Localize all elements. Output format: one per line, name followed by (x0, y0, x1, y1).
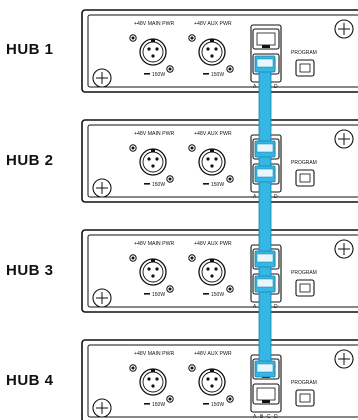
cable-plug-contacts (256, 253, 274, 263)
hub-3-label: HUB 3 (6, 262, 54, 279)
program-label: PROGRAM (291, 50, 317, 56)
hub-2-panel: +48V MAIN PWR+48V AUX PWR150W150WABCDPRO… (81, 119, 358, 203)
port-letter-c: C (267, 414, 271, 420)
screw-icon (166, 175, 174, 183)
main-power-xlr-connector (139, 258, 167, 286)
screw-icon (129, 34, 137, 42)
aux-pwr-label: +48V AUX PWR (194, 351, 232, 357)
program-label: PROGRAM (291, 270, 317, 276)
port-letter-d: D (274, 414, 278, 420)
mount-screw-icon (334, 239, 354, 259)
screw-icon (129, 254, 137, 262)
mount-screw-icon (92, 288, 112, 308)
aux-power-xlr-connector (198, 148, 226, 176)
port-letter-a: A (253, 194, 257, 200)
main-power-xlr-connector (139, 38, 167, 66)
main-watt-label: 150W (152, 402, 165, 408)
program-label: PROGRAM (291, 160, 317, 166)
hub-4-label: HUB 4 (6, 372, 54, 389)
port-letter-d: D (274, 304, 278, 310)
aux-power-xlr-connector (198, 38, 226, 66)
screw-icon (226, 65, 234, 73)
aux-pwr-label: +48V AUX PWR (194, 21, 232, 27)
usb-b-port-icon (295, 169, 315, 187)
hub-2-label: HUB 2 (6, 152, 54, 169)
main-pwr-label: +48V MAIN PWR (134, 131, 174, 137)
aux-watt-label: 150W (211, 292, 224, 298)
dc-symbol-icon (144, 183, 150, 185)
mount-screw-icon (334, 19, 354, 39)
mount-screw-icon (334, 129, 354, 149)
mount-screw-icon (92, 398, 112, 418)
aux-power-xlr-connector (198, 258, 226, 286)
main-pwr-label: +48V MAIN PWR (134, 241, 174, 247)
screw-icon (166, 285, 174, 293)
screw-icon (188, 254, 196, 262)
dc-symbol-icon (144, 73, 150, 75)
cable-plug-contacts (256, 168, 274, 178)
dc-symbol-icon (203, 73, 209, 75)
screw-icon (226, 395, 234, 403)
port-letter-b: B (260, 414, 264, 420)
dc-symbol-icon (203, 403, 209, 405)
screw-icon (166, 395, 174, 403)
usb-b-port-icon (295, 389, 315, 407)
port-letter-d: D (274, 194, 278, 200)
aux-pwr-label: +48V AUX PWR (194, 131, 232, 137)
mount-screw-icon (334, 349, 354, 369)
screw-icon (226, 175, 234, 183)
port-letter-a: A (253, 304, 257, 310)
main-watt-label: 150W (152, 182, 165, 188)
aux-watt-label: 150W (211, 72, 224, 78)
mount-screw-icon (92, 178, 112, 198)
main-watt-label: 150W (152, 72, 165, 78)
mount-screw-icon (92, 68, 112, 88)
hub-1-panel: +48V MAIN PWR+48V AUX PWR150W150WABCDPRO… (81, 9, 358, 93)
dc-symbol-icon (203, 293, 209, 295)
aux-power-xlr-connector (198, 368, 226, 396)
screw-icon (129, 144, 137, 152)
usb-b-port-icon (295, 279, 315, 297)
port-letter-d: D (274, 84, 278, 90)
main-power-xlr-connector (139, 148, 167, 176)
screw-icon (166, 65, 174, 73)
main-pwr-label: +48V MAIN PWR (134, 351, 174, 357)
dc-symbol-icon (144, 293, 150, 295)
program-label: PROGRAM (291, 380, 317, 386)
screw-icon (188, 364, 196, 372)
cable-plug-contacts (256, 278, 274, 288)
rj45-port-icon (252, 28, 280, 50)
cable-plug-contacts (256, 363, 274, 373)
main-power-xlr-connector (139, 368, 167, 396)
cable-plug-contacts (256, 143, 274, 153)
screw-icon (129, 364, 137, 372)
screw-icon (188, 144, 196, 152)
rj45-port-icon (252, 383, 280, 405)
hub-1-label: HUB 1 (6, 41, 54, 58)
aux-watt-label: 150W (211, 182, 224, 188)
cable-plug-contacts (256, 58, 274, 68)
aux-pwr-label: +48V AUX PWR (194, 241, 232, 247)
main-watt-label: 150W (152, 292, 165, 298)
port-letter-a: A (253, 84, 257, 90)
screw-icon (226, 285, 234, 293)
dc-symbol-icon (144, 403, 150, 405)
aux-watt-label: 150W (211, 402, 224, 408)
main-pwr-label: +48V MAIN PWR (134, 21, 174, 27)
screw-icon (188, 34, 196, 42)
port-letter-a: A (253, 414, 257, 420)
network-cable (254, 55, 276, 378)
usb-b-port-icon (295, 59, 315, 77)
hub-3-panel: +48V MAIN PWR+48V AUX PWR150W150WABCDPRO… (81, 229, 358, 313)
dc-symbol-icon (203, 183, 209, 185)
